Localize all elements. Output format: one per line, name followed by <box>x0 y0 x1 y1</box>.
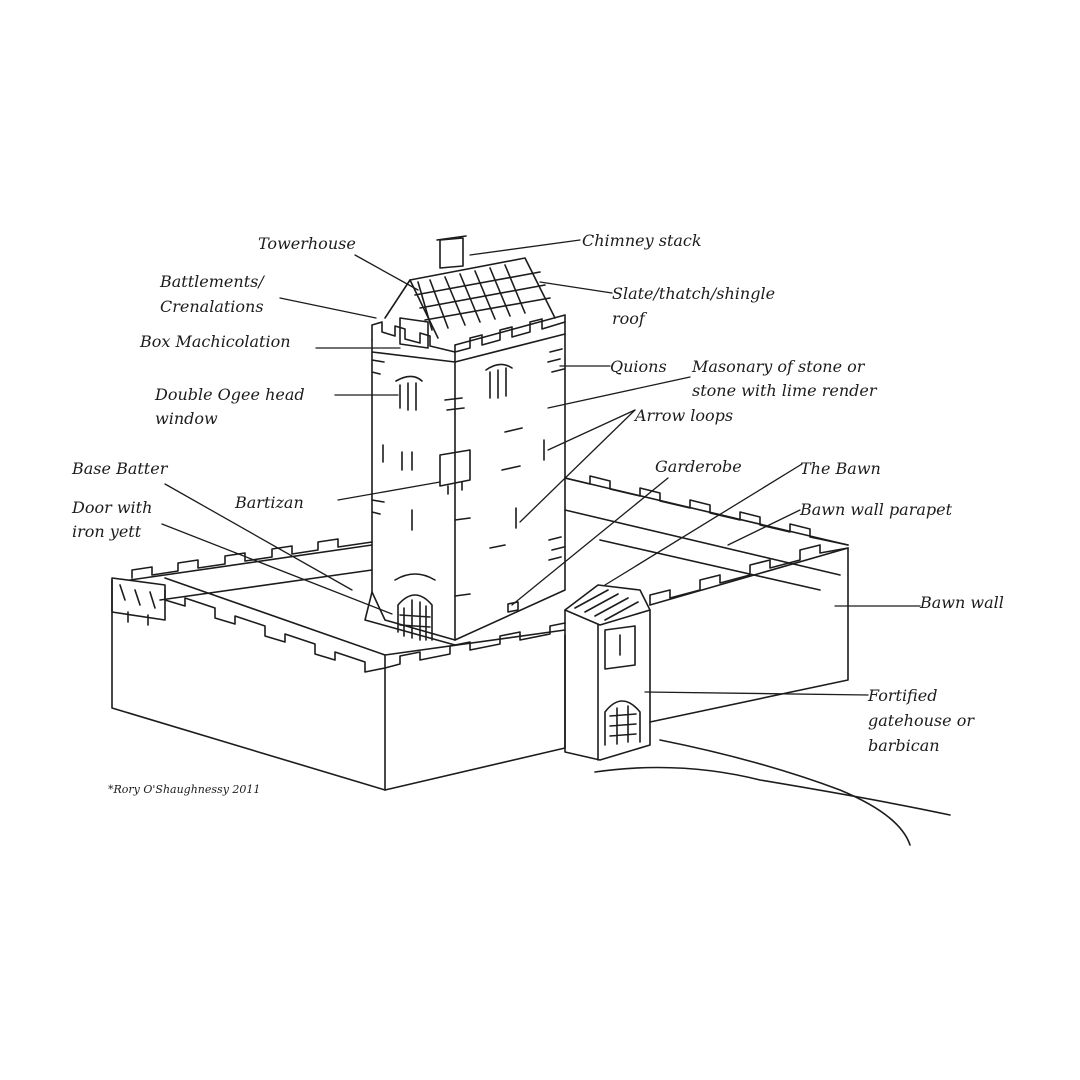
label-door-line1: Door with <box>72 498 153 517</box>
label-towerhouse: Towerhouse <box>258 234 356 253</box>
label-window-line2: window <box>155 409 218 428</box>
label-quoins: Quions <box>610 357 667 376</box>
label-roof-line1: Slate/thatch/shingle <box>612 284 776 303</box>
label-bawn-wall: Bawn wall <box>920 593 1004 612</box>
label-gatehouse-line2: gatehouse or <box>868 711 974 730</box>
label-the-bawn: The Bawn <box>800 459 881 478</box>
towerhouse-drawing <box>364 235 566 646</box>
label-bawn-wall-parapet: Bawn wall parapet <box>800 500 953 519</box>
label-chimney-stack: Chimney stack <box>582 231 702 250</box>
label-battlements-line2: Crenalations <box>160 297 264 316</box>
label-bartizan: Bartizan <box>235 493 304 512</box>
label-roof-line2: roof <box>612 309 645 328</box>
gatehouse-drawing <box>564 584 951 846</box>
label-garderobe: Garderobe <box>655 457 742 476</box>
label-gatehouse-line1: Fortified <box>868 686 938 705</box>
label-arrow-loops: Arrow loops <box>635 406 734 425</box>
author-credit: *Rory O'Shaughnessy 2011 <box>108 783 261 796</box>
bawn-enclosure <box>111 475 849 791</box>
leader-lines <box>161 239 921 696</box>
label-window-line1: Double Ogee head <box>155 385 305 404</box>
label-box-machicolation: Box Machicolation <box>140 332 291 351</box>
label-masonry-line2: stone with lime render <box>692 381 877 400</box>
label-gatehouse-line3: barbican <box>868 736 940 755</box>
label-masonry-line1: Masonary of stone or <box>692 357 865 376</box>
label-base-batter: Base Batter <box>72 459 168 478</box>
label-battlements-line1: Battlements/ <box>160 272 264 291</box>
label-door-line2: iron yett <box>72 522 142 541</box>
